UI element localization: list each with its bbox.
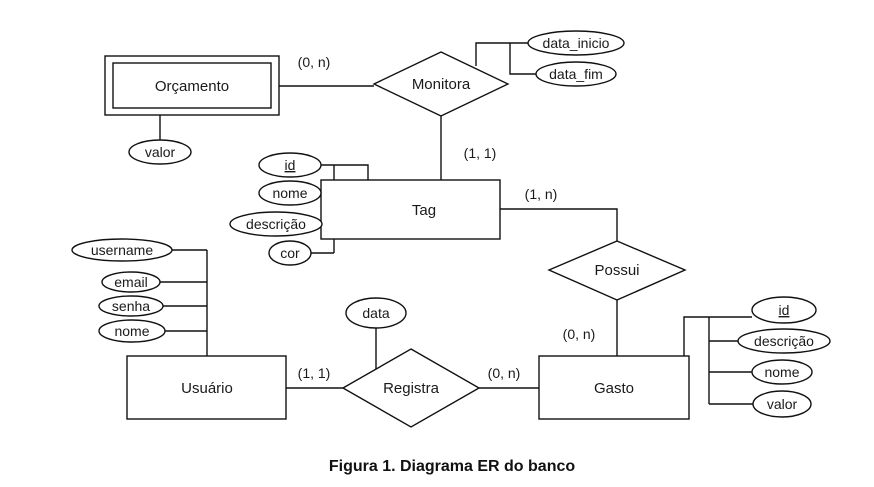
diagram-edges xyxy=(159,42,753,405)
attribute-usuario-senha-label: senha xyxy=(112,298,150,314)
relationship-monitora[interactable]: Monitora xyxy=(372,51,510,117)
entity-tag-label: Tag xyxy=(412,202,436,219)
attribute-tag-descricao[interactable]: descrição xyxy=(229,211,323,237)
cardinality-gasto-registra: (0, n) xyxy=(488,365,521,381)
entity-tag[interactable]: Tag xyxy=(320,179,501,240)
relationship-registra[interactable]: Registra xyxy=(341,348,481,428)
attribute-usuario-username-label: username xyxy=(91,242,153,258)
attribute-usuario-username[interactable]: username xyxy=(71,238,173,262)
attribute-tag-id-label: id xyxy=(285,157,296,173)
attribute-gasto-id[interactable]: id xyxy=(751,296,817,324)
attribute-monitora-data-inicio[interactable]: data_inicio xyxy=(527,30,625,56)
cardinality-tag-monitora: (1, 1) xyxy=(464,145,497,161)
attribute-registra-data-label: data xyxy=(362,305,389,321)
attribute-orcamento-valor[interactable]: valor xyxy=(128,139,192,165)
attribute-tag-cor[interactable]: cor xyxy=(268,240,312,266)
edge-tag-attributes xyxy=(321,164,369,180)
relationship-possui[interactable]: Possui xyxy=(547,240,687,301)
relationship-possui-label: Possui xyxy=(594,262,639,279)
entity-orcamento[interactable]: Orçamento xyxy=(104,55,280,116)
attribute-gasto-valor-label: valor xyxy=(767,396,798,412)
attribute-gasto-id-label: id xyxy=(779,302,790,318)
edge-gasto-attributes xyxy=(683,316,752,356)
cardinality-tag-possui: (1, n) xyxy=(525,186,558,202)
attribute-tag-nome[interactable]: nome xyxy=(258,180,322,206)
attribute-usuario-nome[interactable]: nome xyxy=(98,319,166,343)
entity-gasto-label: Gasto xyxy=(594,380,634,397)
attribute-usuario-nome-label: nome xyxy=(114,323,149,339)
entity-usuario[interactable]: Usuário xyxy=(126,355,287,420)
attribute-registra-data[interactable]: data xyxy=(345,297,407,329)
attribute-monitora-data-inicio-label: data_inicio xyxy=(543,35,610,51)
attribute-usuario-senha[interactable]: senha xyxy=(98,295,164,317)
attribute-monitora-data-fim-label: data_fim xyxy=(549,66,603,82)
attribute-monitora-data-fim[interactable]: data_fim xyxy=(535,61,617,87)
cardinality-labels: (0, n) (1, 1) (1, n) (0, n) (1, 1) (0, n… xyxy=(298,54,596,381)
attribute-tag-descricao-label: descrição xyxy=(246,216,306,232)
attribute-orcamento-valor-label: valor xyxy=(145,144,176,160)
attribute-gasto-nome[interactable]: nome xyxy=(751,359,813,385)
attribute-gasto-descricao[interactable]: descrição xyxy=(737,328,831,354)
attribute-gasto-nome-label: nome xyxy=(764,364,799,380)
entity-usuario-label: Usuário xyxy=(181,380,233,397)
attribute-usuario-email-label: email xyxy=(114,274,147,290)
figure-caption: Figura 1. Diagrama ER do banco xyxy=(329,458,576,475)
attribute-tag-cor-label: cor xyxy=(280,245,300,261)
relationship-monitora-label: Monitora xyxy=(412,76,471,93)
edge-monitora-data-fim xyxy=(509,43,536,75)
attribute-tag-id[interactable]: id xyxy=(258,152,322,178)
cardinality-gasto-possui: (0, n) xyxy=(563,326,596,342)
attribute-tag-nome-label: nome xyxy=(272,185,307,201)
entity-orcamento-label: Orçamento xyxy=(155,78,229,95)
cardinality-orcamento-monitora: (0, n) xyxy=(298,54,331,70)
attribute-gasto-valor[interactable]: valor xyxy=(752,390,812,418)
relationship-registra-label: Registra xyxy=(383,380,440,397)
cardinality-usuario-registra: (1, 1) xyxy=(298,365,331,381)
attribute-usuario-email[interactable]: email xyxy=(101,271,161,293)
attribute-gasto-descricao-label: descrição xyxy=(754,333,814,349)
entity-gasto[interactable]: Gasto xyxy=(538,355,690,420)
edge-tag-possui xyxy=(500,208,618,241)
edge-monitora-data-inicio xyxy=(475,42,528,66)
